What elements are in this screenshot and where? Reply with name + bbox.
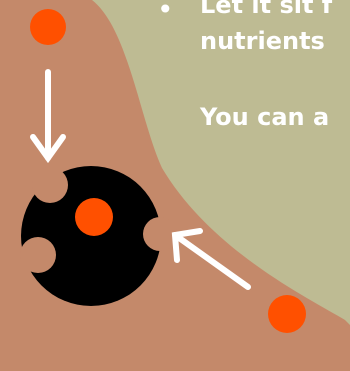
text-line-2: nutrients	[200, 29, 325, 53]
bullet-marker: •	[157, 0, 174, 24]
orange-dot-inner	[75, 198, 113, 236]
orange-dot-bottom	[268, 295, 306, 333]
orange-dot-top	[30, 9, 66, 45]
text-line-1: Let it sit f	[200, 0, 332, 17]
text-line-3: You can a	[200, 105, 329, 129]
